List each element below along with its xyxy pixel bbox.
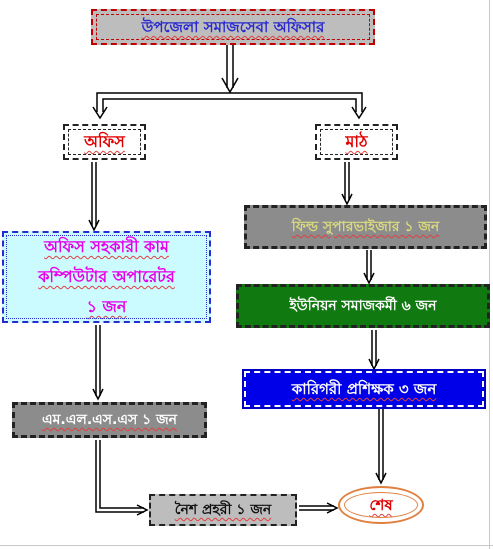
connector-mlss-guard xyxy=(95,440,149,516)
node-office-assistant-line2: কম্পিউটার অপারেটর xyxy=(38,267,175,286)
node-office-assistant-line1: অফিস সহকারী কাম xyxy=(44,237,169,256)
connector-field-supervisor xyxy=(341,162,353,206)
node-technical-trainer-label: কারিগরী প্রশিক্ষক ৩ জন xyxy=(291,380,437,398)
node-union-social-worker-label: ইউনিয়ন সমাজকর্মী ৬ জন xyxy=(289,298,437,314)
node-technical-trainer: কারিগরী প্রশিক্ষক ৩ জন xyxy=(242,369,486,409)
node-end: শেষ xyxy=(338,486,424,524)
connector-guard-end xyxy=(299,502,339,514)
connector-branch xyxy=(92,92,367,120)
connector-assistant-mlss xyxy=(92,325,104,401)
node-office-assistant: অফিস সহকারী কাম কম্পিউটার অপারেটর ১ জন xyxy=(2,231,211,323)
node-night-guard-label: নৈশ প্রহরী ১ জন xyxy=(174,502,272,518)
node-office-label: অফিস xyxy=(84,132,125,151)
node-office-assistant-line3: ১ জন xyxy=(86,297,127,316)
node-upazila-officer-label: উপজেলা সমাজসেবা অফিসার xyxy=(141,18,325,36)
node-night-guard: নৈশ প্রহরী ১ জন xyxy=(149,494,297,526)
node-mlss-label: এম.এল.এস.এস ১ জন xyxy=(42,412,177,428)
connector-worker-trainer xyxy=(368,330,380,371)
node-field-supervisor: ফিল্ড সুপারভাইজার ১ জন xyxy=(244,205,487,249)
node-upazila-officer: উপজেলা সমাজসেবা অফিসার xyxy=(91,9,375,45)
node-field-label: মাঠ xyxy=(345,132,368,151)
frame-border-right xyxy=(489,0,490,549)
connector-office-assistant xyxy=(88,162,100,232)
node-field-supervisor-label: ফিল্ড সুপারভাইজার ১ জন xyxy=(291,219,440,235)
node-mlss: এম.এল.এস.এস ১ জন xyxy=(12,402,207,438)
connector-trainer-end xyxy=(375,409,387,485)
frame-border-bottom xyxy=(0,545,493,546)
connector-head-down xyxy=(221,45,239,94)
node-union-social-worker: ইউনিয়ন সমাজকর্মী ৬ জন xyxy=(236,284,490,328)
connector-supervisor-worker xyxy=(363,250,375,285)
node-field: মাঠ xyxy=(315,124,398,160)
node-office: অফিস xyxy=(63,124,146,160)
node-end-inner-ring xyxy=(344,492,418,518)
